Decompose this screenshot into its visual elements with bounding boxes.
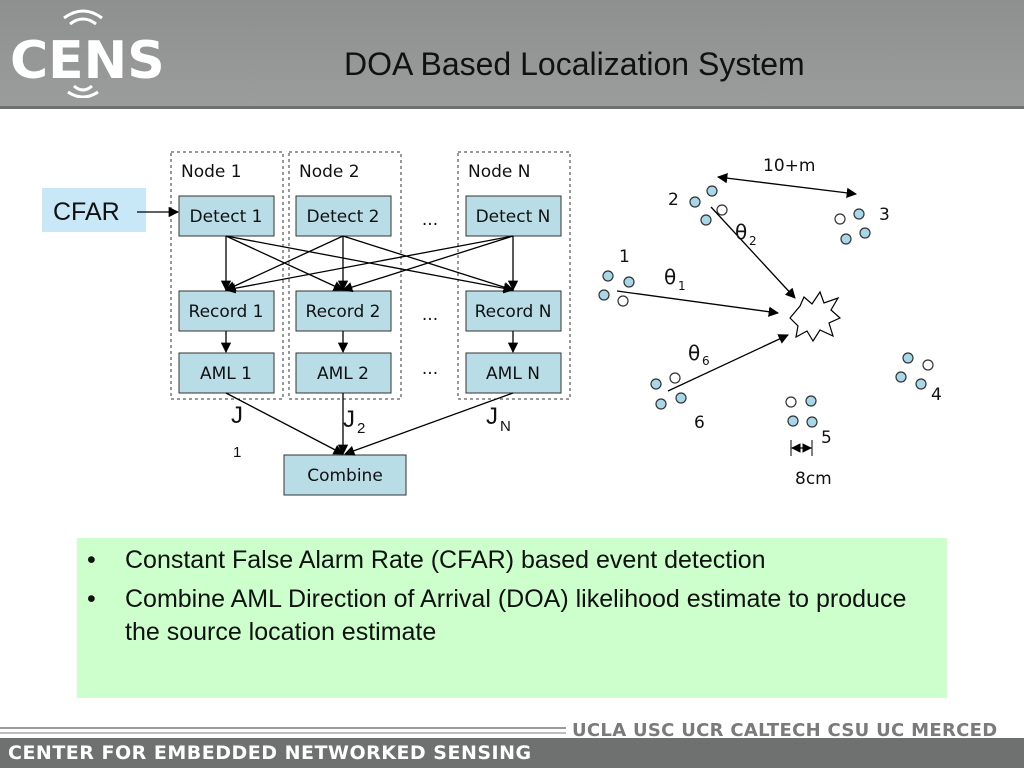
arrow-dn-r2	[342, 235, 514, 293]
footer-bar: CENTER FOR EMBEDDED NETWORKED SENSING	[0, 738, 1024, 768]
arrow-an-combine	[344, 392, 514, 456]
node-2-label: Node 2	[299, 162, 360, 182]
record-2-label: Record 2	[306, 302, 381, 322]
array-label-6: 6	[694, 413, 705, 433]
j2-label: J	[343, 406, 355, 433]
j1-label: J	[231, 402, 243, 429]
distance-arrow	[716, 172, 858, 199]
array6-sensor	[650, 378, 662, 390]
node-n-label: Node N	[468, 162, 531, 182]
array2-sensor	[716, 204, 728, 216]
array5-sensor	[806, 416, 818, 428]
theta-6-subscript: 6	[702, 354, 710, 368]
cfar-label: CFAR	[53, 198, 120, 226]
array3-sensor	[853, 208, 865, 220]
ellipsis-detect: ...	[422, 210, 438, 230]
node-1-container	[170, 151, 284, 400]
record-n-label: Record N	[475, 302, 552, 322]
array4-sensor	[915, 378, 927, 390]
array-label-5: 5	[821, 428, 832, 448]
array2-sensor	[689, 196, 701, 208]
array-label-4: 4	[931, 385, 942, 405]
ellipsis-record: ...	[422, 305, 438, 325]
arrow-a1-combine	[225, 392, 344, 455]
aml-n-box	[465, 352, 562, 394]
detect-2-box	[295, 195, 392, 237]
ellipsis-aml: ...	[422, 359, 438, 379]
array3-sensor	[834, 213, 846, 225]
aml-2-label: AML 2	[317, 364, 369, 384]
array-label-3: 3	[879, 205, 890, 225]
arrow-d2-r1	[225, 235, 344, 291]
record-1-label: Record 1	[189, 302, 264, 322]
array2-sensor	[706, 185, 718, 197]
detect-1-label: Detect 1	[190, 207, 263, 227]
array3-sensor	[859, 227, 871, 239]
array6-sensor	[655, 398, 667, 410]
array6-sensor	[669, 372, 681, 384]
detect-n-label: Detect N	[476, 207, 551, 227]
doa-diagram: Node 1 Node 2 Node N Detect 1 Detect 2 D…	[42, 151, 942, 496]
distance-label: 10+m	[763, 156, 815, 176]
doa-arrow-2	[710, 206, 796, 299]
detect-2-label: Detect 2	[307, 207, 380, 227]
acoustic-source-icon	[789, 290, 842, 343]
array3-sensor	[840, 233, 852, 245]
cfar-box	[42, 188, 146, 232]
node-2-container	[288, 151, 402, 400]
doa-arrow-1	[616, 290, 780, 317]
array-label-2: 2	[668, 190, 679, 210]
header-bar: CENS DOA Based Localization System	[0, 0, 1024, 109]
array5-sensor	[785, 396, 797, 408]
theta-2-subscript: 2	[749, 234, 757, 248]
theta-1-subscript: 1	[678, 279, 686, 293]
footer-org-name: CENTER FOR EMBEDDED NETWORKED SENSING	[8, 742, 532, 764]
array2-sensor	[700, 214, 712, 226]
array4-sensor	[922, 359, 934, 371]
j1-subscript: 1	[233, 444, 241, 461]
jn-label: J	[486, 403, 498, 430]
j2-subscript: 2	[357, 420, 365, 437]
array5-sensor	[805, 395, 817, 407]
theta-1-label: θ	[664, 265, 676, 289]
array1-sensor	[623, 276, 635, 288]
university-list: UCLA USC UCR CALTECH CSU UC MERCED	[572, 720, 998, 741]
footer-rules	[0, 727, 566, 734]
bullet-item: Combine AML Direction of Arrival (DOA) l…	[77, 583, 947, 649]
array1-sensor	[598, 289, 610, 301]
array1-sensor	[617, 295, 629, 307]
array-label-1: 1	[619, 247, 630, 267]
theta-2-label: θ	[735, 220, 747, 244]
bullet-item: Constant False Alarm Rate (CFAR) based e…	[77, 544, 947, 577]
bullet-list: Constant False Alarm Rate (CFAR) based e…	[77, 544, 947, 649]
jn-subscript: N	[500, 418, 511, 435]
node-n-container	[457, 151, 571, 400]
array5-sensor	[787, 415, 799, 427]
cens-logo: CENS	[10, 9, 165, 98]
aml-1-box	[178, 352, 275, 394]
record-1-box	[178, 290, 275, 332]
array4-sensor	[895, 371, 907, 383]
combine-label: Combine	[307, 466, 383, 486]
bullet-panel: Constant False Alarm Rate (CFAR) based e…	[77, 538, 947, 698]
logo-text: CENS	[10, 31, 165, 91]
array4-sensor	[902, 352, 914, 364]
doa-arrow-6	[667, 334, 789, 392]
page-title: DOA Based Localization System	[344, 46, 805, 82]
theta-6-label: θ	[688, 341, 700, 365]
aml-1-label: AML 1	[200, 364, 252, 384]
array6-sensor	[675, 392, 687, 404]
aml-n-label: AML N	[486, 364, 540, 384]
aml-2-box	[295, 352, 392, 394]
arrow-dn-r1	[224, 235, 514, 294]
array1-sensor	[602, 270, 614, 282]
node-1-label: Node 1	[181, 162, 242, 182]
record-n-box	[465, 290, 562, 332]
spacing-label: 8cm	[795, 469, 832, 489]
